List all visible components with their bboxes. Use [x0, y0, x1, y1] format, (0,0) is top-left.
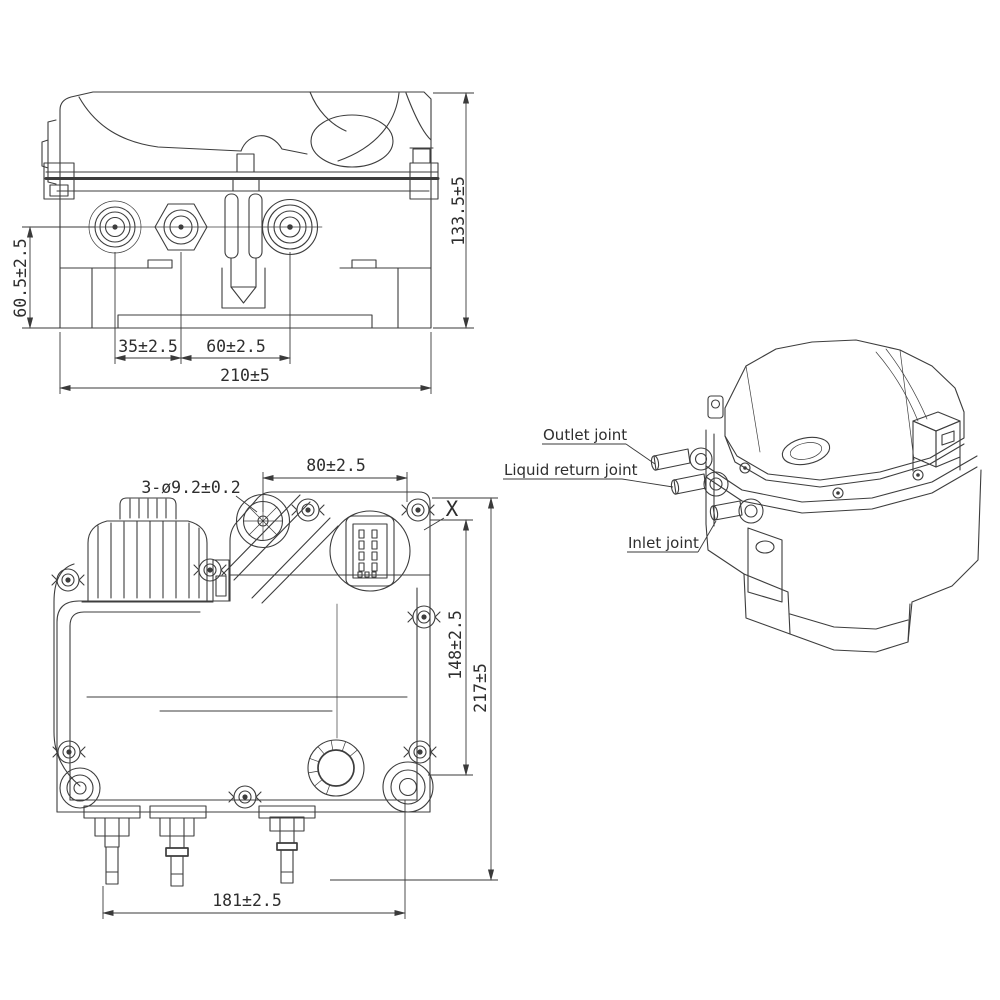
inlet-joint-label: Inlet joint: [628, 534, 699, 552]
label-inlet-joint: Inlet joint: [627, 520, 717, 553]
dim-text-mount-width: 181±2.5: [212, 891, 282, 910]
dim-text-port-height: 60.5±2.5: [11, 238, 30, 317]
outlet-joint-label: Outlet joint: [543, 426, 627, 444]
dim-text-mount-hole-callout: 3-ø9.2±0.2: [141, 478, 240, 497]
detail-mark-text: X: [446, 497, 459, 521]
dim-mount-width: 181±2.5: [102, 800, 406, 919]
dim-text-port-pitch-a: 35±2.5: [118, 337, 178, 356]
dim-overall-height: 133.5±5: [433, 92, 474, 329]
dim-front-overall-height: 217±5: [330, 497, 498, 881]
front-view-linework: [51, 491, 441, 887]
dim-text-overall-width: 210±5: [220, 366, 270, 385]
dim-port-pitches: 35±2.5 60±2.5: [114, 252, 291, 364]
bottom-view: 133.5±5 60.5±2.5 35±2.5 60±2.5 210±5: [11, 91, 474, 394]
bottom-view-linework: [41, 91, 440, 329]
dim-text-front-overall-height: 217±5: [471, 663, 490, 713]
label-outlet-joint: Outlet joint: [542, 426, 656, 465]
detail-mark-x: X: [423, 497, 459, 531]
label-liquid-return-joint: Liquid return joint: [503, 461, 674, 488]
front-view: 3-ø9.2±0.2 80±2.5 X 148±2.5 217±5: [51, 456, 498, 919]
dim-mount-height: 148±2.5: [428, 519, 473, 776]
isometric-linework: [650, 339, 982, 653]
dim-text-port-pitch-b: 60±2.5: [206, 337, 266, 356]
dim-hole-pitch: 80±2.5: [262, 456, 408, 512]
callout-mount-holes: 3-ø9.2±0.2: [141, 478, 258, 513]
dim-text-mount-height: 148±2.5: [446, 610, 465, 680]
dim-port-height: 60.5±2.5: [11, 226, 95, 329]
liquid-return-joint-label: Liquid return joint: [504, 461, 638, 479]
dim-text-overall-height: 133.5±5: [449, 176, 468, 246]
dim-text-hole-pitch: 80±2.5: [306, 456, 366, 475]
dim-overall-width: 210±5: [59, 332, 432, 394]
isometric-view: Outlet joint Liquid return joint Inlet j…: [503, 339, 982, 653]
